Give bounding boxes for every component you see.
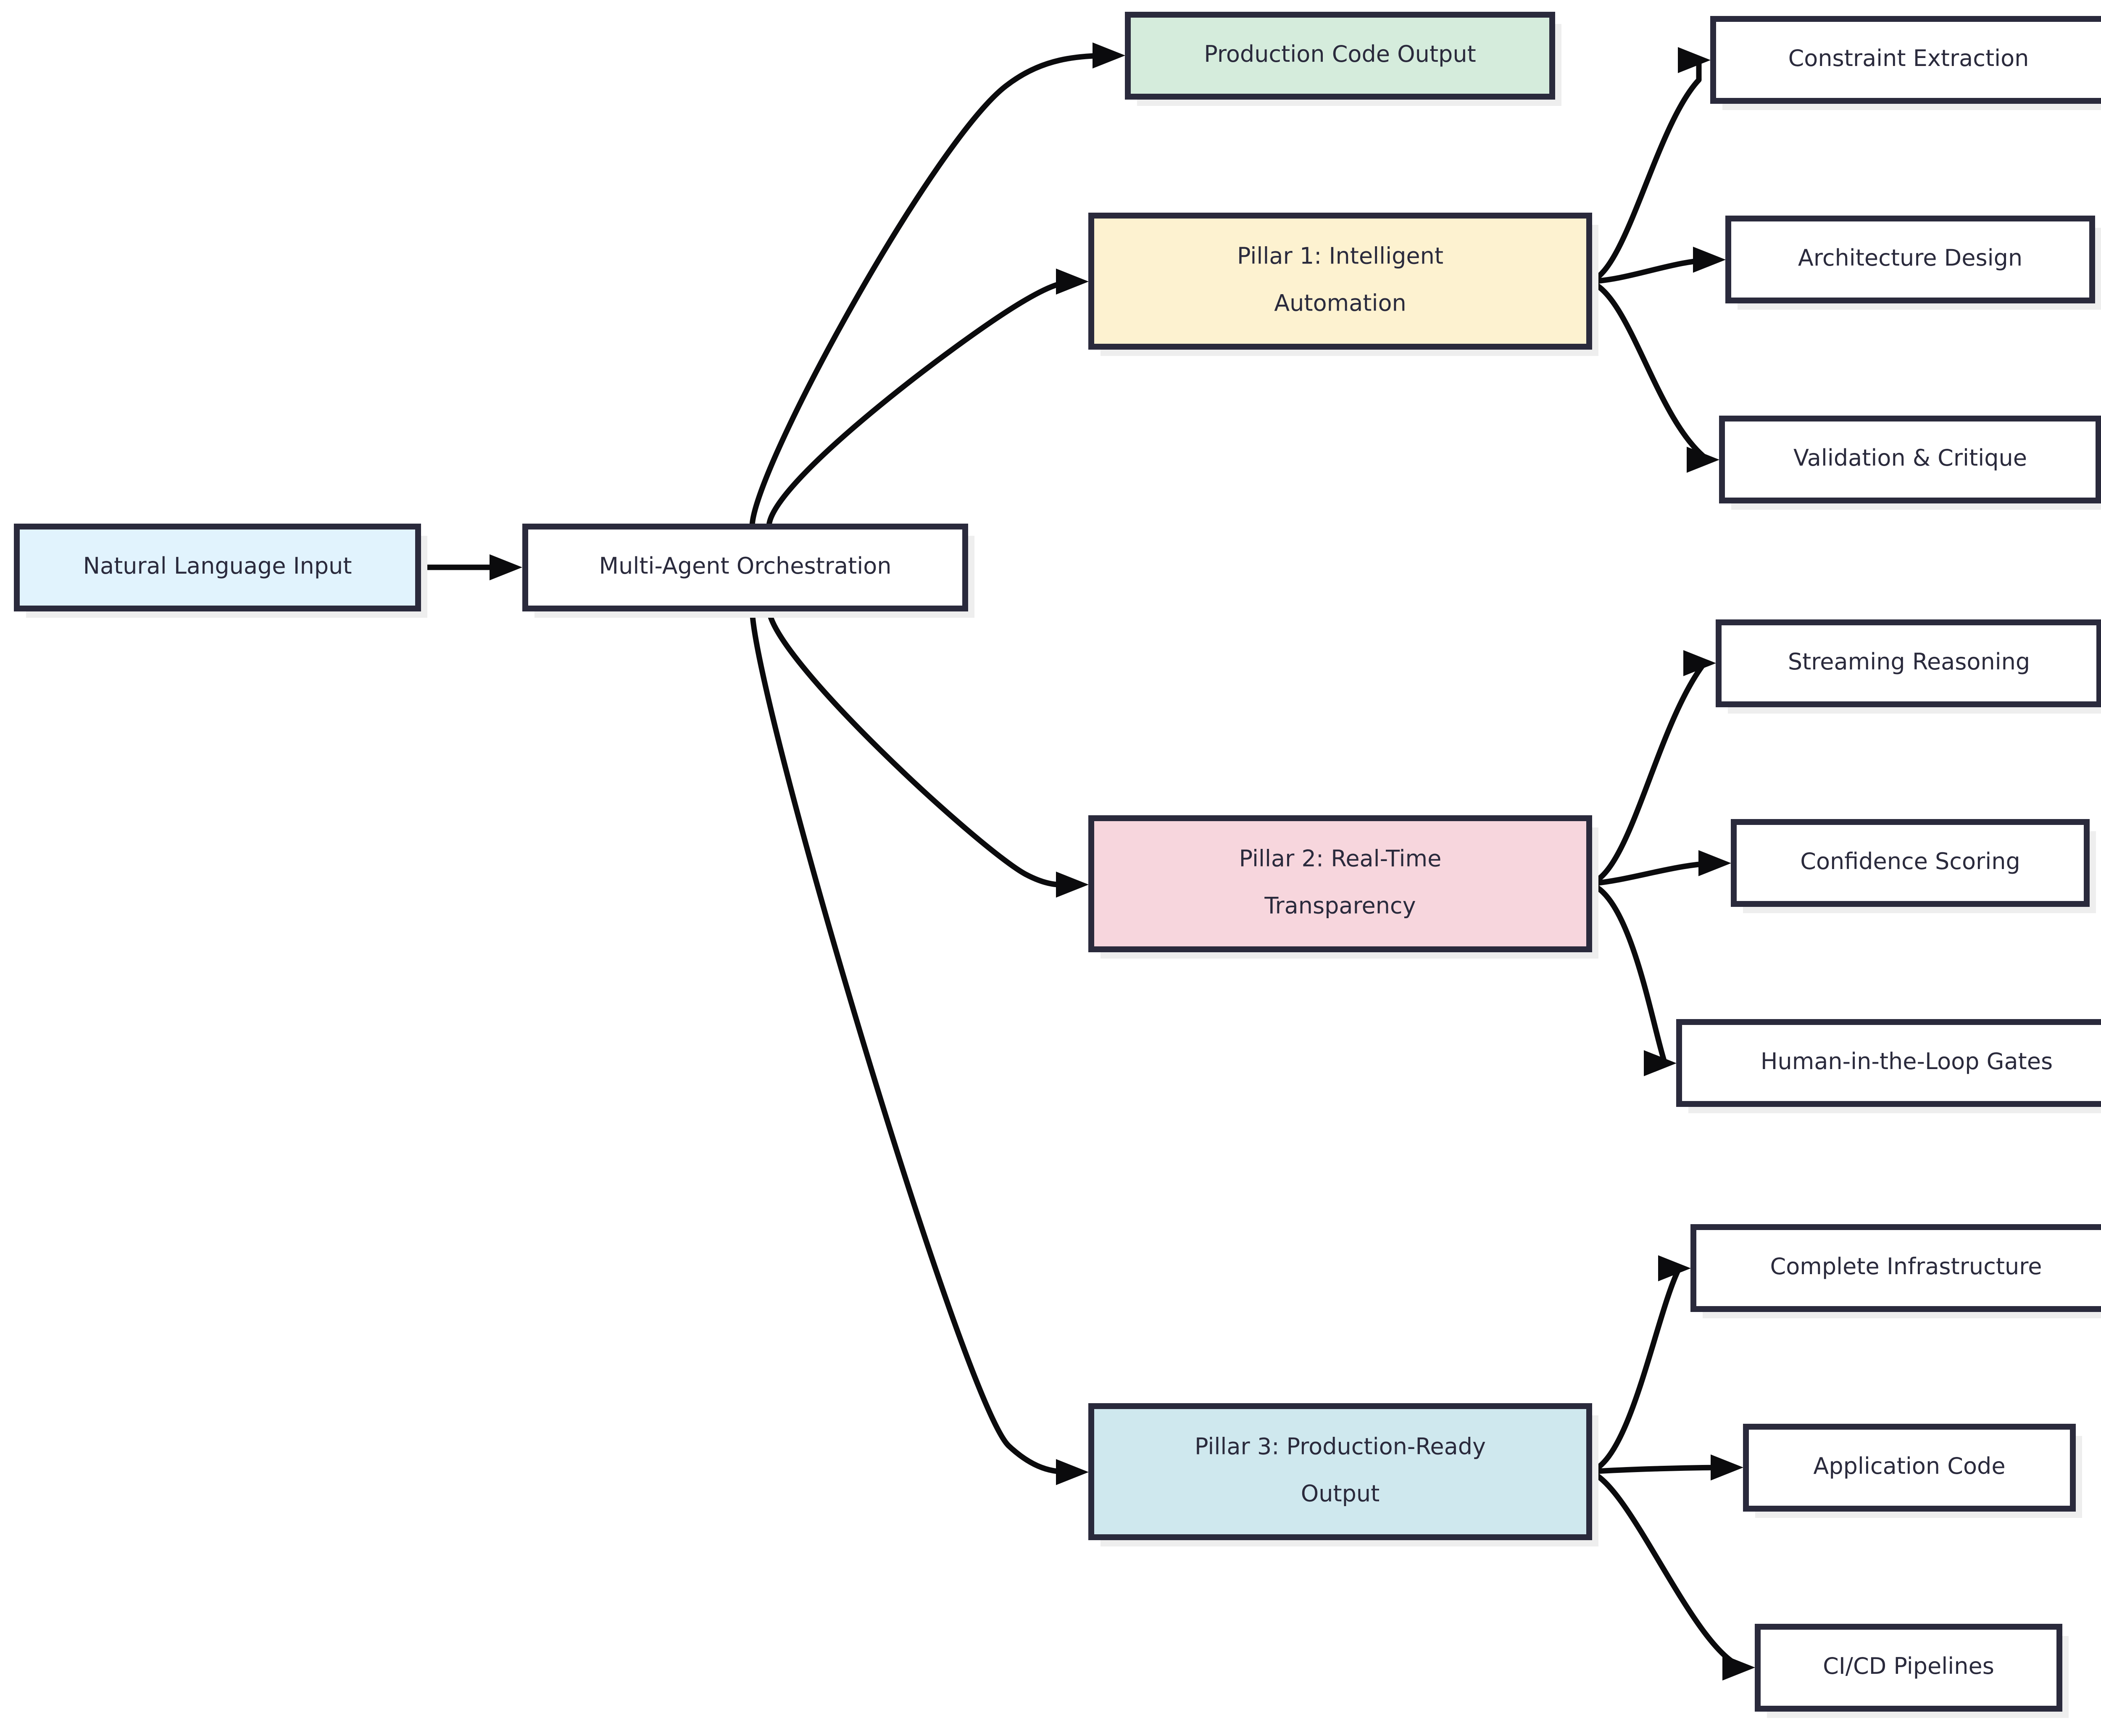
- node-label-streaming: Streaming Reasoning: [1788, 648, 2030, 675]
- edge-pillar2-streaming: [1586, 660, 1707, 887]
- node-label-appcode: Application Code: [1813, 1453, 2005, 1479]
- node-label-hitl: Human-in-the-Loop Gates: [1761, 1048, 2053, 1075]
- edge-pillar3-infrastructure: [1586, 1265, 1682, 1475]
- arrow-to-cicd: [1722, 1654, 1755, 1681]
- node-box-input[interactable]: [14, 524, 421, 611]
- arrow-to-hitl: [1644, 1050, 1677, 1076]
- edge-orchestration-pillar3: [749, 606, 1080, 1475]
- node-label-architecture: Architecture Design: [1798, 245, 2022, 271]
- node-appcode[interactable]: Application Code: [1743, 1424, 2082, 1518]
- arrow-to-codeoutput: [1093, 42, 1125, 68]
- node-label-pillar1: Automation: [1274, 290, 1406, 316]
- node-box-orchestration[interactable]: [522, 524, 968, 611]
- node-label-pillar2: Pillar 2: Real-Time: [1239, 846, 1442, 872]
- node-cicd[interactable]: CI/CD Pipelines: [1755, 1624, 2069, 1718]
- edges-layer: [415, 53, 1746, 1670]
- node-box-cicd[interactable]: [1755, 1624, 2062, 1712]
- node-label-constraint: Constraint Extraction: [1788, 45, 2029, 71]
- node-architecture[interactable]: Architecture Design: [1725, 216, 2101, 310]
- arrow-to-pillar2: [1056, 872, 1089, 898]
- edge-orchestration-pillar1: [766, 279, 1080, 529]
- node-box-architecture[interactable]: [1725, 216, 2095, 303]
- node-label-pillar1: Pillar 1: Intelligent: [1237, 243, 1443, 269]
- arrow-to-confidence: [1698, 850, 1731, 876]
- node-label-validation: Validation & Critique: [1793, 445, 2027, 471]
- node-box-appcode[interactable]: [1743, 1424, 2076, 1512]
- node-orchestration[interactable]: Multi-Agent Orchestration: [522, 524, 974, 618]
- node-box-pillar2[interactable]: [1088, 815, 1592, 952]
- node-label-pillar2: Transparency: [1264, 893, 1416, 919]
- node-validation[interactable]: Validation & Critique: [1719, 416, 2101, 510]
- arrow-to-pillar3: [1056, 1459, 1089, 1485]
- arrowheads-layer: [490, 42, 1755, 1681]
- node-code_output[interactable]: Production Code Output: [1125, 12, 1561, 106]
- edge-pillar1-constraint: [1586, 57, 1702, 285]
- arrow-to-appcode: [1711, 1454, 1743, 1480]
- node-infrastructure[interactable]: Complete Infrastructure: [1690, 1224, 2101, 1318]
- node-streaming[interactable]: Streaming Reasoning: [1716, 619, 2101, 714]
- arrow-to-validation: [1687, 447, 1719, 473]
- node-box-code_output[interactable]: [1125, 12, 1555, 100]
- edge-pillar2-hitl: [1586, 881, 1668, 1066]
- node-label-pillar3: Output: [1301, 1480, 1380, 1507]
- edge-pillar3-cicd: [1586, 1469, 1746, 1670]
- node-label-cicd: CI/CD Pipelines: [1823, 1653, 1994, 1679]
- node-box-confidence[interactable]: [1731, 819, 2090, 907]
- edge-pillar1-validation: [1586, 279, 1711, 463]
- node-constraint[interactable]: Constraint Extraction: [1710, 16, 2101, 110]
- arrow-to-streaming: [1683, 650, 1716, 676]
- edge-pillar3-appcode: [1586, 1465, 1735, 1475]
- node-label-orchestration: Multi-Agent Orchestration: [599, 553, 892, 579]
- node-box-streaming[interactable]: [1716, 619, 2101, 707]
- arrow-to-pillar1: [1056, 269, 1089, 295]
- arrow-to-infrastructure: [1658, 1255, 1691, 1281]
- edge-orchestration-pillar2: [766, 606, 1080, 888]
- node-box-infrastructure[interactable]: [1690, 1224, 2101, 1312]
- node-box-validation[interactable]: [1719, 416, 2101, 503]
- node-box-pillar3[interactable]: [1088, 1403, 1592, 1540]
- node-label-input: Natural Language Input: [83, 553, 352, 579]
- node-confidence[interactable]: Confidence Scoring: [1731, 819, 2096, 913]
- node-label-confidence: Confidence Scoring: [1800, 848, 2020, 875]
- node-label-pillar3: Pillar 3: Production-Ready: [1195, 1433, 1486, 1460]
- arrow-orchestration-to-input-target: [490, 554, 522, 580]
- node-box-pillar1[interactable]: [1088, 213, 1592, 350]
- node-box-hitl[interactable]: [1676, 1019, 2101, 1107]
- node-hitl[interactable]: Human-in-the-Loop Gates: [1676, 1019, 2101, 1113]
- node-label-code_output: Production Code Output: [1204, 41, 1476, 67]
- arrow-to-architecture: [1693, 247, 1726, 273]
- node-label-infrastructure: Complete Infrastructure: [1770, 1253, 2042, 1280]
- edge-orchestration-codeoutput: [749, 53, 1116, 529]
- arrow-to-constraint: [1678, 47, 1711, 73]
- node-box-constraint[interactable]: [1710, 16, 2101, 104]
- nodes-layer: Natural Language Input Multi-Agent Orches…: [14, 12, 2101, 1718]
- node-input[interactable]: Natural Language Input: [14, 524, 427, 618]
